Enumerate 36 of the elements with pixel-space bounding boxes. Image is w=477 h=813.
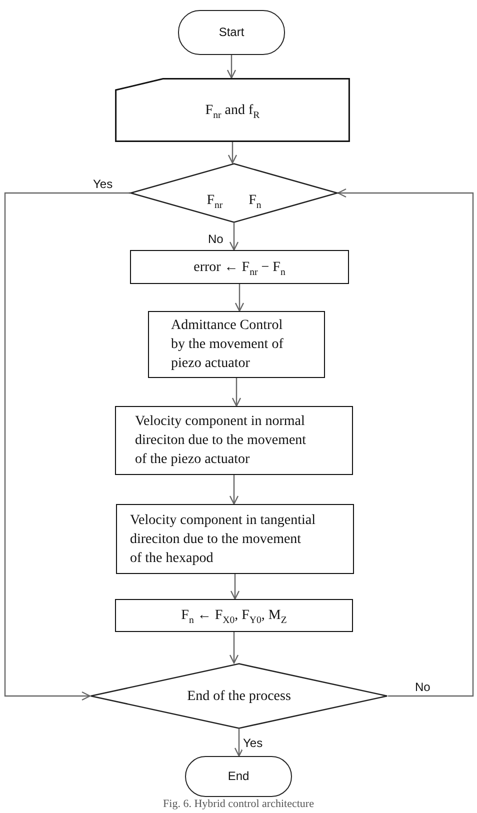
process-box [116, 504, 354, 574]
manual-input-box [115, 78, 350, 142]
arrow [229, 223, 239, 251]
process-box [115, 599, 353, 632]
edge-label: Yes [92, 178, 114, 191]
arrow [234, 729, 244, 757]
decision-diamond [130, 163, 338, 223]
arrow [4, 192, 130, 701]
arrow [226, 55, 236, 79]
node-text: Velocity component in normal direciton due to the movement of the piezo actuator [135, 413, 308, 469]
arrow [229, 475, 239, 505]
node-text: Admittance Control by the movement of piezo actuator [171, 317, 284, 373]
arrow [232, 378, 242, 407]
node-text: End of the process [187, 688, 291, 706]
edge-label: Yes [242, 737, 264, 750]
edge-label: No [414, 681, 432, 694]
arrow [337, 188, 474, 697]
node-text: End [228, 768, 250, 785]
arrow [230, 574, 240, 600]
figure-caption: Fig. 6. Hybrid control architecture [163, 798, 314, 810]
process-box [148, 311, 325, 378]
node-text: Velocity component in tangential direciton due to the movement of the hexapod [130, 512, 316, 568]
node-text: error ← F$_{nr}$ − F$_{n}$ [194, 258, 286, 276]
end-terminator [185, 756, 292, 797]
node-text: F$_{nr}$ F$_{n}$ [206, 192, 262, 210]
arrow [234, 284, 244, 312]
edge-label: No [207, 233, 224, 246]
arrow [228, 142, 238, 164]
node-text: F$_{nr}$ and f$_{R}$ [205, 102, 260, 120]
decision-diamond [90, 663, 388, 729]
start-terminator [178, 10, 285, 55]
process-box [130, 250, 349, 284]
arrow [229, 632, 239, 664]
process-box [115, 406, 353, 475]
node-text: Start [218, 24, 244, 41]
node-text: F$_{n}$ ← F$_{X0}$, F$_{Y0}$, M$_{Z}$ [181, 607, 287, 625]
